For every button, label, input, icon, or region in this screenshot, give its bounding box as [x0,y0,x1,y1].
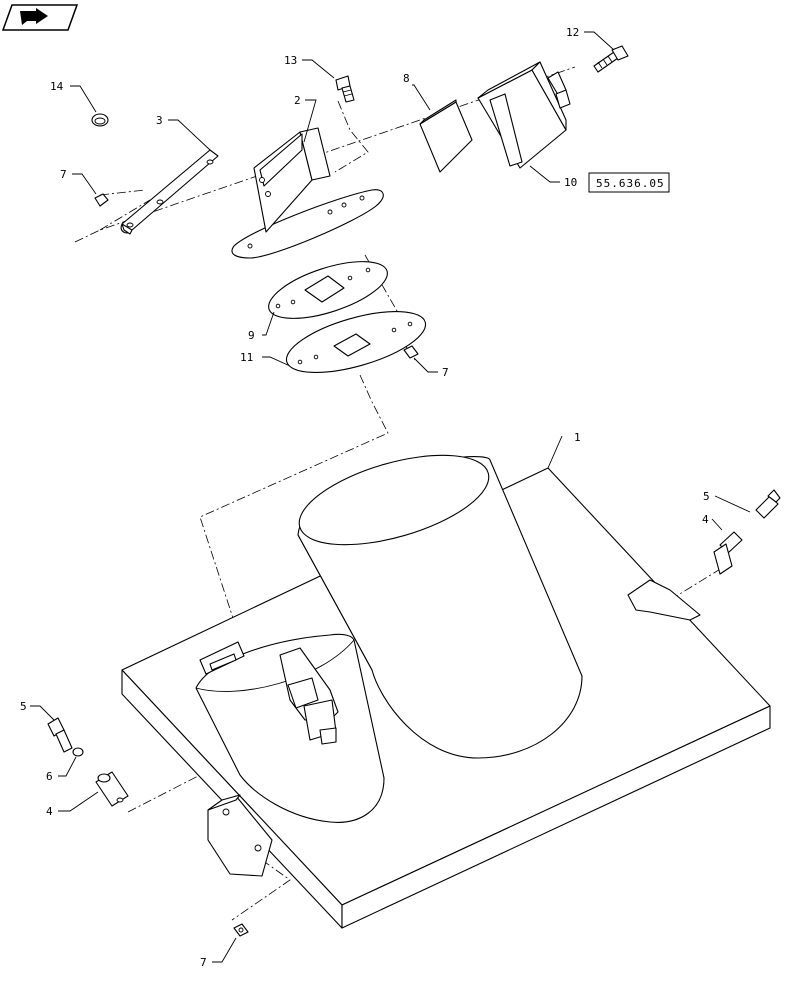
part-5-bolt-left [47,717,73,753]
part-7-nut-upper [94,193,109,207]
callout-labels: 1 2 3 4 4 5 5 6 7 7 7 8 9 10 11 12 13 14 [20,26,710,969]
part-6-washer [72,747,84,757]
part-1-base-plate [121,454,771,929]
part-4-pin-left [95,771,129,807]
callout-5-right: 5 [703,490,710,503]
part-7-nut-mid [403,345,419,359]
part-12-bolt [593,45,629,73]
callout-4-left: 4 [46,805,53,818]
part-11-plate [285,311,427,373]
callout-4-right: 4 [702,513,709,526]
callout-5-left: 5 [20,700,27,713]
part-5-bolt-right [755,489,781,519]
callout-leaders [30,31,751,963]
callout-12: 12 [566,26,579,39]
part-13-bolt [335,75,355,103]
callout-14: 14 [50,80,64,93]
part-10-actuator [477,61,571,169]
callout-3: 3 [156,114,163,127]
part-3-strap [120,149,219,235]
part-8-pad [419,99,473,173]
callout-11: 11 [240,351,253,364]
part-7-nut-bottom [233,923,249,937]
callout-2: 2 [294,94,301,107]
part-4-pin-right [713,531,743,575]
callout-13: 13 [284,54,297,67]
callout-6: 6 [46,770,53,783]
callout-8: 8 [403,72,410,85]
callout-7-mid: 7 [442,366,449,379]
part-9-gasket [268,261,388,319]
reference-code: 55.636.05 [596,177,665,190]
part-14-ring [91,113,109,127]
folder-arrow-icon[interactable] [1,4,79,31]
callout-7-upper: 7 [60,168,67,181]
callout-10: 10 [564,176,577,189]
callout-1: 1 [574,431,581,444]
callout-9: 9 [248,329,255,342]
part-2-mount-bracket [231,127,384,259]
callout-7-bottom: 7 [200,956,207,969]
reference-link[interactable]: 55.636.05 [588,172,670,193]
